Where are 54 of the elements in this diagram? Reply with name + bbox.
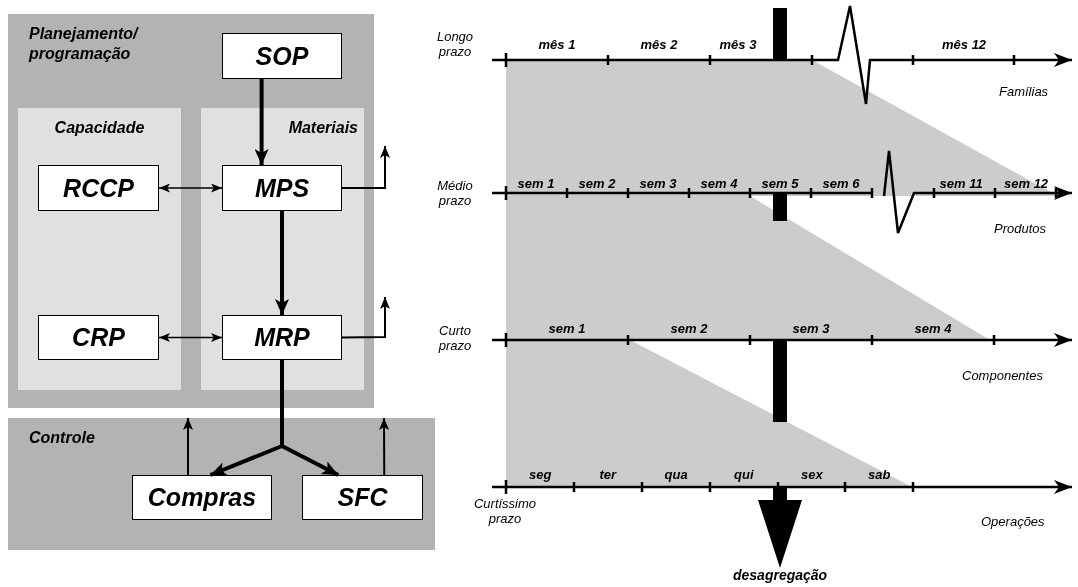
group-title: Planejamento/ programação <box>29 24 140 64</box>
arrow <box>341 296 390 339</box>
process-box: SFC <box>302 475 423 520</box>
arrow <box>341 145 390 189</box>
period-label: qua <box>664 467 688 482</box>
process-box: SOP <box>222 33 342 79</box>
arrow <box>379 417 390 476</box>
horizon-label: Longo prazo <box>435 29 475 59</box>
process-box: MPS <box>222 165 342 211</box>
horizon-label: Curtíssimo prazo <box>472 496 538 526</box>
disaggregation-label: desagregação <box>733 568 828 583</box>
arrow <box>275 211 289 315</box>
period-label: sex <box>801 467 823 482</box>
arrow <box>158 183 223 193</box>
group-title: Materiais <box>288 118 358 138</box>
period-label: seg <box>529 467 552 482</box>
horizon-label: Médio prazo <box>436 178 474 208</box>
arrow <box>254 79 269 165</box>
process-box: CRP <box>38 315 159 360</box>
period-label: qui <box>734 467 754 482</box>
arrow <box>183 417 193 476</box>
period-label: sem 12 <box>1004 176 1049 191</box>
group-panel <box>18 108 181 390</box>
period-label: sem 4 <box>700 176 738 191</box>
period-label: sab <box>868 467 891 482</box>
horizon-label: Curto prazo <box>437 323 473 353</box>
group-panel <box>8 14 374 408</box>
period-label: sem 2 <box>578 176 616 191</box>
period-label: sem 3 <box>639 176 677 191</box>
process-box: RCCP <box>38 165 159 211</box>
level-label: Componentes <box>962 368 1043 383</box>
process-box: Compras <box>132 475 272 520</box>
process-box: MRP <box>222 315 342 360</box>
period-label: sem 11 <box>939 176 983 191</box>
arrow <box>158 333 223 342</box>
group-title: Capacidade <box>53 118 146 138</box>
period-label: mês 2 <box>640 37 678 52</box>
period-label: mês 1 <box>538 37 576 52</box>
group-panel <box>8 418 435 550</box>
period-label: sem 1 <box>548 321 586 336</box>
period-label: sem 2 <box>670 321 708 336</box>
period-label: sem 1 <box>517 176 555 191</box>
group-title: Controle <box>29 428 96 448</box>
level-label: Famílias <box>999 84 1049 99</box>
period-label: sem 3 <box>792 321 830 336</box>
period-label: mês 3 <box>719 37 757 52</box>
period-label: sem 6 <box>822 176 860 191</box>
period-label: mês 12 <box>942 37 987 52</box>
level-label: Operações <box>981 514 1045 529</box>
period-label: sem 4 <box>914 321 952 336</box>
level-label: Produtos <box>994 221 1047 236</box>
period-label: sem 5 <box>761 176 799 191</box>
period-label: ter <box>599 467 617 482</box>
group-panel <box>201 108 364 390</box>
